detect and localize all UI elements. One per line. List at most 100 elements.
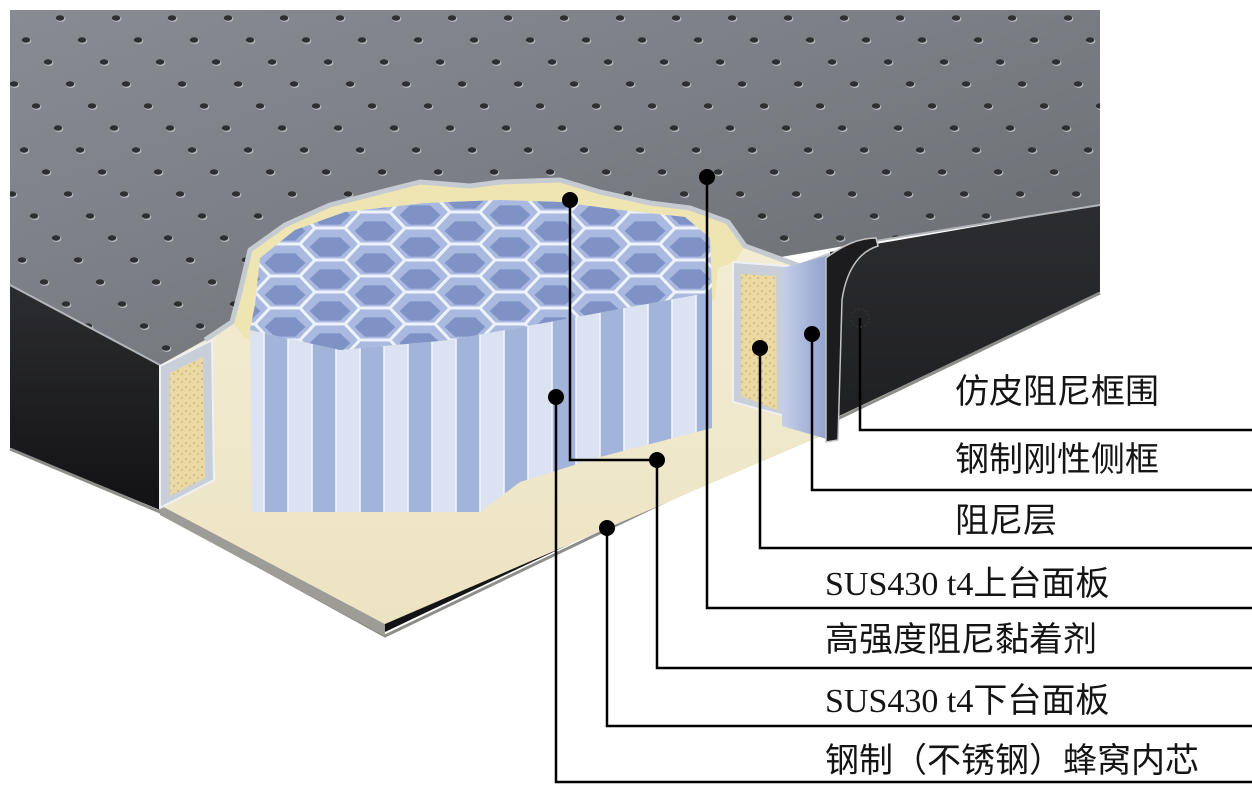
mounting-hole (861, 37, 872, 44)
mounting-hole (547, 59, 558, 66)
mounting-hole (635, 147, 646, 154)
mounting-hole (39, 279, 50, 286)
mounting-hole (111, 15, 122, 22)
mounting-hole (207, 279, 218, 286)
marker-upper-plate (699, 169, 715, 185)
mounting-hole (17, 257, 28, 264)
mounting-hole (937, 169, 948, 176)
mounting-hole (737, 81, 748, 88)
mounting-hole (367, 103, 378, 110)
mounting-hole (119, 191, 130, 198)
mounting-hole (1051, 59, 1062, 66)
lower-plate-edge (160, 505, 385, 636)
mounting-hole (827, 59, 838, 66)
leader-lines (548, 169, 1252, 784)
mounting-hole (601, 169, 612, 176)
mounting-hole (209, 169, 220, 176)
mounting-hole (903, 191, 914, 198)
mounting-hole (815, 103, 826, 110)
mounting-hole (545, 169, 556, 176)
mounting-hole (781, 125, 792, 132)
mounting-hole (525, 37, 536, 44)
mounting-hole (357, 37, 368, 44)
mounting-hole (161, 345, 172, 352)
mounting-hole (859, 147, 870, 154)
mounting-hole (167, 15, 178, 22)
mounting-hole (153, 169, 164, 176)
mounting-hole (559, 15, 570, 22)
mounting-hole (163, 235, 174, 242)
mounting-hole (613, 125, 624, 132)
mounting-hole (1073, 81, 1084, 88)
mounting-hole (871, 103, 882, 110)
mounting-hole (747, 147, 758, 154)
mounting-hole (959, 191, 970, 198)
mounting-hole (65, 81, 76, 88)
mounting-hole (343, 191, 354, 198)
mounting-hole (849, 81, 860, 88)
mounting-hole (199, 103, 210, 110)
leader-line-leather-frame (858, 318, 1252, 432)
left-damping-layer (170, 357, 205, 496)
mounting-hole (691, 147, 702, 154)
mounting-hole (53, 125, 64, 132)
mounting-hole (10, 191, 18, 198)
mounting-hole (491, 59, 502, 66)
mounting-hole (299, 147, 310, 154)
mounting-hole (423, 103, 434, 110)
mounting-hole (435, 59, 446, 66)
mounting-hole (1039, 103, 1050, 110)
mounting-hole (411, 147, 422, 154)
mounting-hole (85, 213, 96, 220)
mounting-hole (445, 125, 456, 132)
mounting-hole (245, 37, 256, 44)
mounting-hole (503, 15, 514, 22)
mounting-hole (131, 147, 142, 154)
mounting-hole (783, 15, 794, 22)
mounting-hole (433, 169, 444, 176)
honeycomb-cell (342, 306, 408, 342)
mounting-hole (133, 37, 144, 44)
leather-damping-frame (825, 237, 879, 443)
mounting-hole (825, 169, 836, 176)
leader-line-damping-layer (758, 348, 1252, 550)
table-top-front-edge (9, 284, 161, 366)
mounting-hole (1005, 125, 1016, 132)
mounting-hole (107, 235, 118, 242)
mounting-hole (669, 125, 680, 132)
mounting-hole (377, 169, 388, 176)
mounting-hole (1029, 37, 1040, 44)
mounting-hole (155, 59, 166, 66)
mounting-hole (55, 15, 66, 22)
mounting-hole (779, 235, 790, 242)
mounting-hole (501, 125, 512, 132)
mounting-hole (197, 213, 208, 220)
mounting-hole (1057, 345, 1068, 352)
mounting-hole (447, 15, 458, 22)
mounting-hole (401, 81, 412, 88)
mounting-hole (413, 37, 424, 44)
leader-line-honeycomb-core (554, 397, 1252, 784)
mounting-hole (837, 125, 848, 132)
mounting-hole (579, 147, 590, 154)
upper-plate-cut-edge (203, 177, 831, 343)
mounting-hole (557, 125, 568, 132)
mounting-hole (265, 169, 276, 176)
mounting-hole (949, 125, 960, 132)
mounting-hole (221, 125, 232, 132)
mounting-hole (175, 191, 186, 198)
marker-steel-frame (804, 326, 820, 342)
mounting-hole (1001, 345, 1012, 352)
mounting-hole (211, 59, 222, 66)
mounting-hole (681, 81, 692, 88)
label-leather-damping-frame: 仿皮阻尼框围 (955, 373, 1159, 411)
marker-honeycomb-core (548, 389, 564, 405)
mounting-hole (725, 125, 736, 132)
mounting-hole (961, 81, 972, 88)
mounting-hole (19, 147, 30, 154)
mounting-hole (749, 37, 760, 44)
mounting-hole (713, 169, 724, 176)
mounting-hole (139, 323, 150, 330)
mounting-hole (971, 147, 982, 154)
marker-adhesive-bottom (649, 452, 665, 468)
